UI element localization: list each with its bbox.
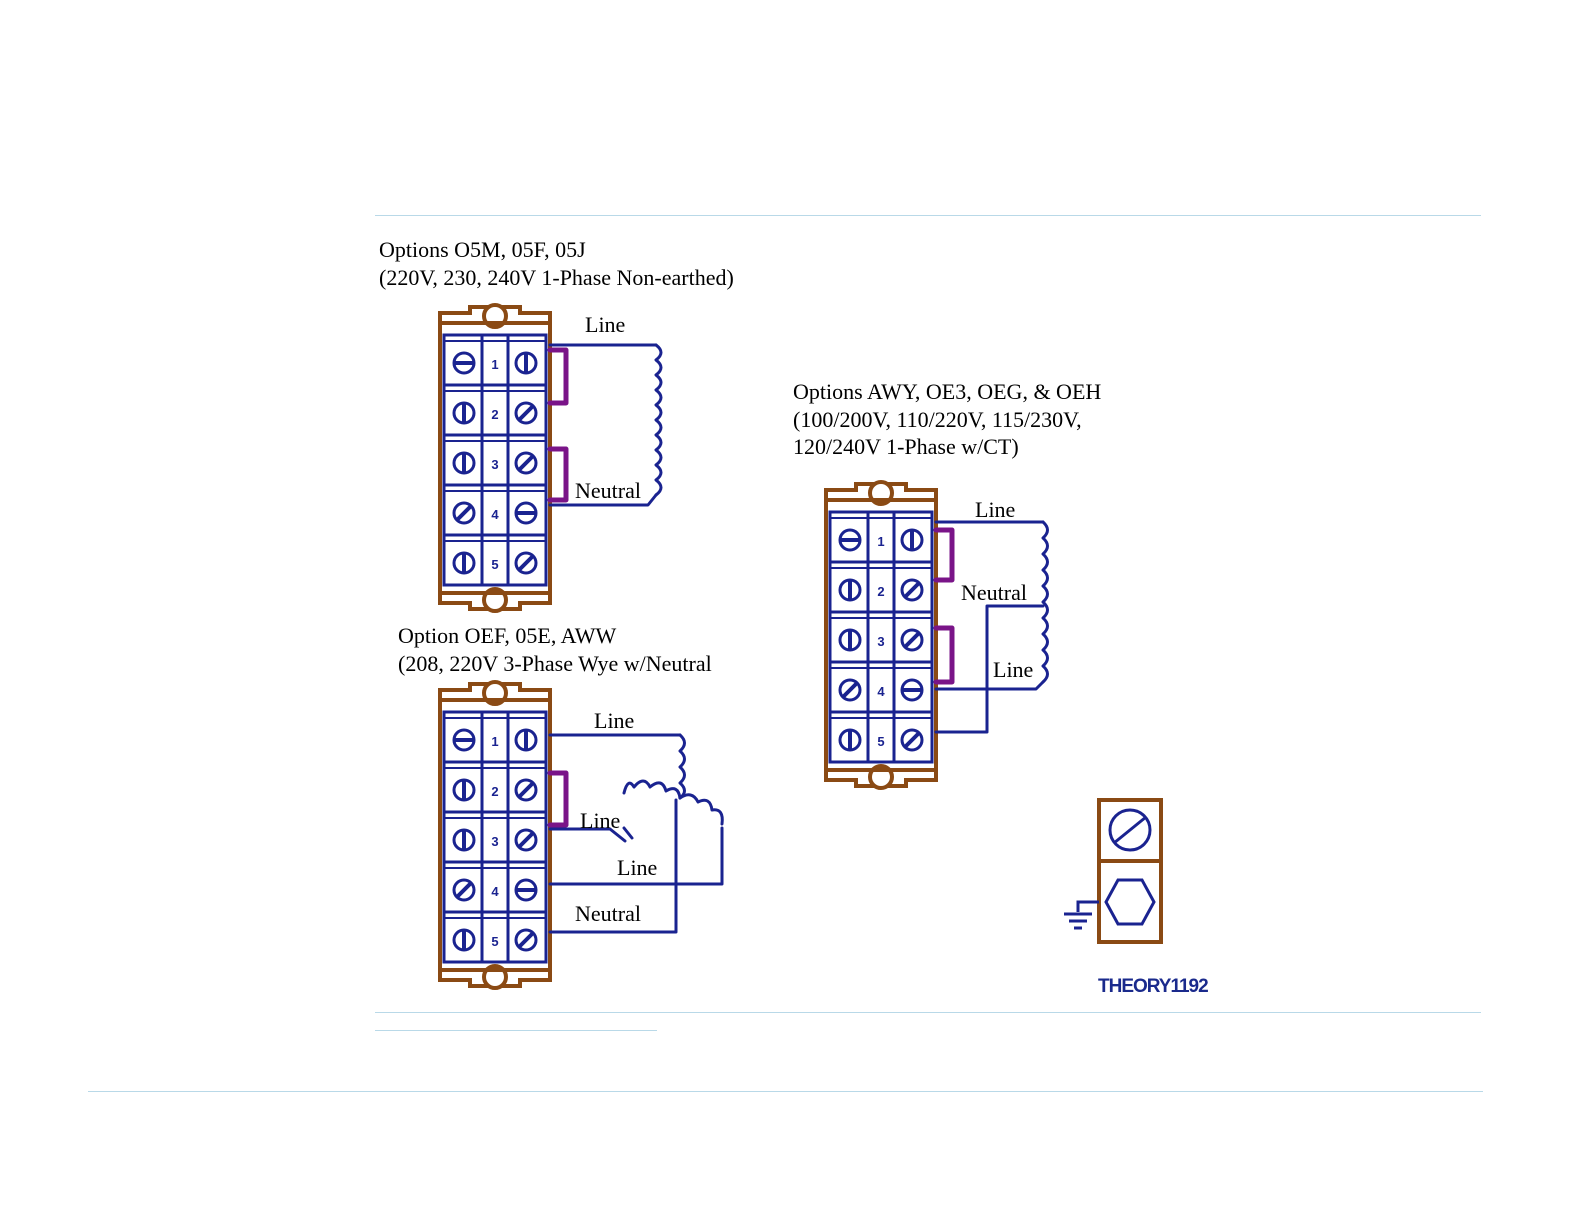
diagram-b-line-label-1: Line [594,708,634,733]
terminal-number: 4 [491,884,499,899]
terminal-number: 3 [877,634,884,649]
diagram-c-line-label-2: Line [993,657,1033,682]
diagram-a-neutral-label: Neutral [575,478,641,503]
terminal-number: 2 [491,784,498,799]
diagram-a-line-label: Line [585,312,625,337]
diagram-b-line-label-3: Line [617,855,657,880]
terminal-number: 3 [491,457,498,472]
diagram-c-wiring: Line Neutral Line [936,497,1048,732]
diagram-b-wiring: Line Line Line Neutral [550,708,722,932]
terminal-number: 5 [491,557,498,572]
terminal-number: 2 [491,407,498,422]
diagram-b-neutral-label: Neutral [575,901,641,926]
diagram-c-terminal-block: 1 2 3 4 5 [826,482,936,788]
terminal-number: 2 [877,584,884,599]
terminal-number: 1 [491,734,498,749]
terminal-number: 4 [491,507,499,522]
terminal-number: 1 [877,534,884,549]
terminal-number: 1 [491,357,498,372]
terminal-number: 5 [877,734,884,749]
terminal-number: 3 [491,834,498,849]
diagram-b-terminal-block: 1 2 3 4 5 [440,682,550,988]
diagram-a-terminal-block: 1 2 3 4 5 [440,305,550,611]
terminal-number: 4 [877,684,885,699]
diagram-c-line-label-1: Line [975,497,1015,522]
terminal-number: 5 [491,934,498,949]
ground-icon [1064,902,1099,928]
diagram-b-line-label-2: Line [580,808,620,833]
figure-id: THEORY1192 [1098,976,1208,997]
ground-terminal [1064,800,1161,942]
diagram-c-neutral-label: Neutral [961,580,1027,605]
diagram-a-wiring: Line Neutral [550,312,661,505]
